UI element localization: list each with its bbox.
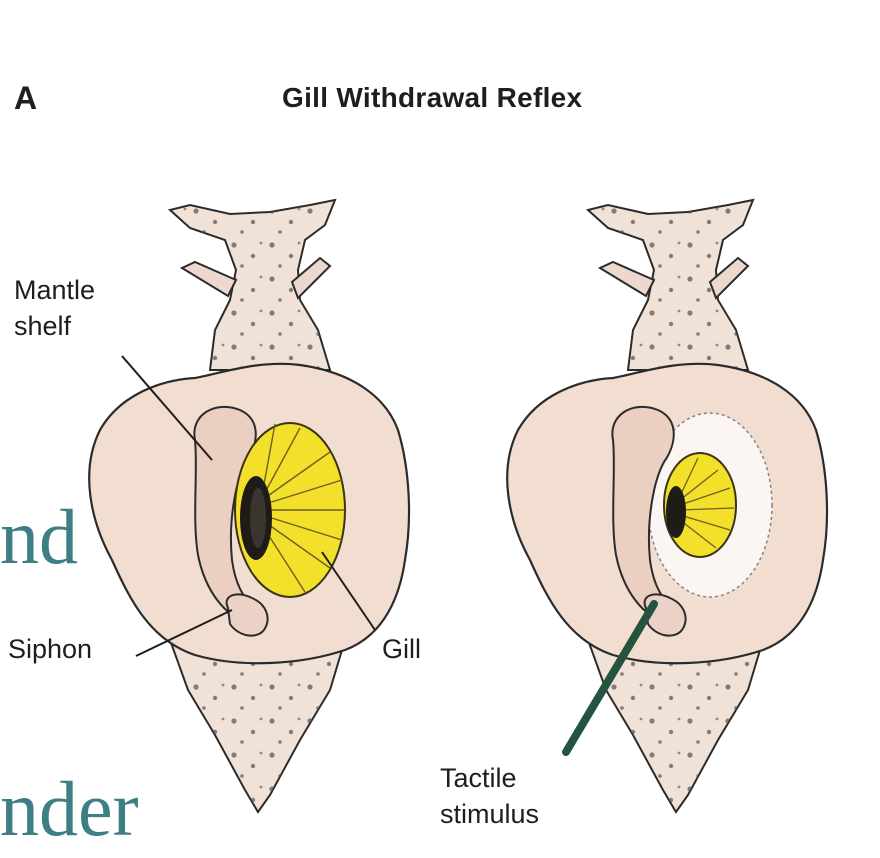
tactile-stimulus-label-line: Tactile — [440, 763, 517, 793]
siphon-label: Siphon — [8, 634, 93, 664]
background-text-fragment: nd — [0, 493, 78, 580]
tactile-probe — [562, 600, 658, 756]
gill-exposed — [234, 422, 346, 598]
leader-line — [121, 355, 213, 461]
gill-label: Gill — [382, 634, 421, 664]
aplysia-relaxed — [88, 198, 411, 814]
mantle-shelf — [611, 405, 682, 624]
tactile-stimulus-label: Tactile stimulus — [440, 760, 539, 832]
siphon — [225, 593, 269, 637]
mantle-shelf-label-line: shelf — [14, 311, 72, 341]
figure-title: Gill Withdrawal Reflex — [282, 82, 583, 113]
background-text-fragment: nder — [0, 765, 139, 852]
gill-withdrawn — [663, 452, 737, 558]
panel-letter: A — [14, 80, 38, 116]
mantle-shelf-label: Mantle shelf — [14, 272, 95, 344]
mantle-shelf-label-line: Mantle — [14, 275, 96, 305]
rhinophore — [597, 260, 656, 298]
rhinophore — [179, 260, 238, 298]
leader-line — [135, 609, 233, 657]
tactile-stimulus-label-line: stimulus — [440, 799, 540, 829]
aplysia-withdrawn — [506, 198, 829, 814]
rhinophore — [290, 256, 332, 300]
leader-line — [321, 551, 376, 631]
rhinophore — [708, 256, 750, 300]
